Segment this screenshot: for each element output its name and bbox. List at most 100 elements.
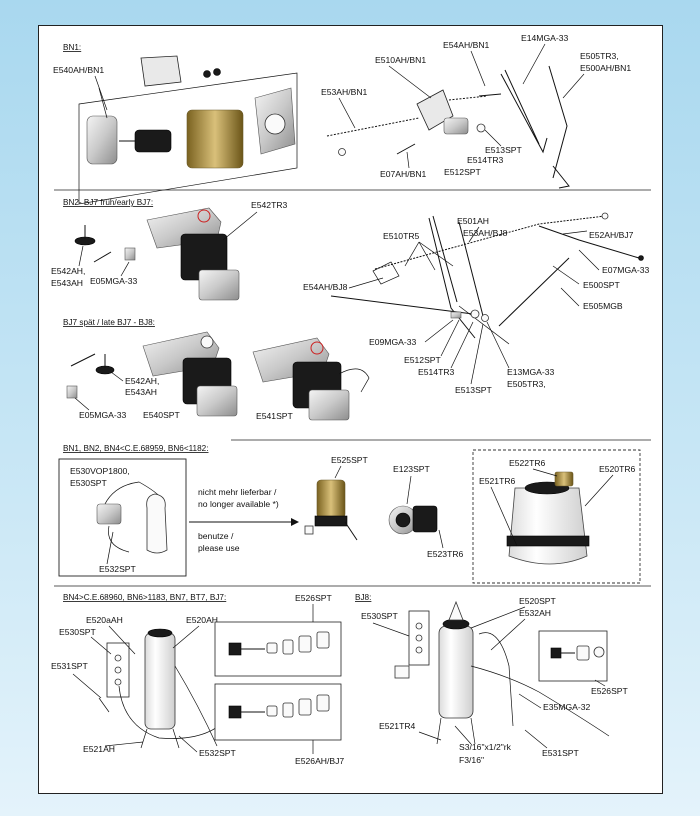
label-E501AH: E501AH xyxy=(457,216,489,226)
reservoir-strap xyxy=(506,535,590,547)
spacer xyxy=(450,311,462,319)
leader-line xyxy=(584,474,614,507)
seal-part xyxy=(415,634,423,642)
jet-nut xyxy=(576,645,590,661)
label-E07MGA-33: E07MGA-33 xyxy=(602,265,650,275)
jet-nut xyxy=(316,694,330,712)
label-E521TR6: E521TR6 xyxy=(479,476,516,486)
label-E53AH-BJ8: E53AH/BJ8 xyxy=(463,228,508,238)
section-heading-washer-bj8: BJ8: xyxy=(355,593,371,602)
seal-part xyxy=(415,646,423,654)
label-E520TR6: E520TR6 xyxy=(599,464,636,474)
jet-nut xyxy=(298,635,312,653)
jet-part xyxy=(394,665,410,679)
leader-line xyxy=(406,475,412,505)
section-heading-bj7-late: BJ7 spät / late BJ7 - BJ8: xyxy=(63,318,155,327)
label-E54AH-BN1: E54AH/BN1 xyxy=(443,40,490,50)
leader-line xyxy=(454,725,472,745)
section-heading-bn2: BN2- BJ7 früh/early BJ7: xyxy=(63,198,153,207)
leader-line xyxy=(522,43,546,85)
jet-part xyxy=(98,697,110,713)
label-E531SPT-2: E531SPT xyxy=(542,748,580,758)
cable-end xyxy=(601,212,609,220)
jet-nut xyxy=(282,702,294,718)
text-use-de: benutze / xyxy=(198,531,234,541)
washer-tube xyxy=(118,685,230,739)
label-E540AH-BN1: E540AH/BN1 xyxy=(53,65,104,75)
label-E531SPT: E531SPT xyxy=(51,661,89,671)
screw-part xyxy=(213,68,221,76)
leader-line xyxy=(404,241,420,267)
jet-nut xyxy=(298,698,312,716)
text-no-longer-en: no longer available *) xyxy=(198,499,279,509)
label-E521TR4: E521TR4 xyxy=(379,721,416,731)
leader-line xyxy=(222,211,258,241)
label-E35MGA-32: E35MGA-32 xyxy=(543,702,591,712)
leader-line xyxy=(120,261,130,277)
leader-line xyxy=(594,679,606,687)
washer-bottle xyxy=(144,632,176,730)
label-E512SPT-2: E512SPT xyxy=(404,355,442,365)
washer-pump-motor xyxy=(316,479,346,519)
label-E52AH-BJ7: E52AH/BJ7 xyxy=(589,230,634,240)
leader-line xyxy=(470,50,486,87)
leader-line xyxy=(338,97,356,129)
label-E530SPT: E530SPT xyxy=(70,478,108,488)
leader-line xyxy=(110,371,124,382)
label-E514TR3: E514TR3 xyxy=(467,155,504,165)
wheelbox-left xyxy=(372,261,400,285)
leader-line xyxy=(106,531,114,565)
label-E520aAH: E520aAH xyxy=(86,615,123,625)
washer-tube xyxy=(470,665,610,737)
leader-line xyxy=(560,287,580,307)
jet-washer xyxy=(593,646,605,658)
washer xyxy=(481,314,489,322)
switch-knob xyxy=(395,512,411,528)
label-E09MGA-33: E09MGA-33 xyxy=(369,337,417,347)
motor-lead-wire xyxy=(338,368,370,393)
seal-part xyxy=(114,678,122,686)
gear-cover xyxy=(200,335,214,349)
motor-end-plate xyxy=(198,269,240,301)
leader-line xyxy=(490,486,518,547)
motor-end-plate xyxy=(308,389,350,421)
gear-cover-ring xyxy=(197,209,211,223)
label-E542AH-2: E542AH, xyxy=(125,376,159,386)
tube-end xyxy=(638,255,644,261)
label-E530SPT-3: E530SPT xyxy=(361,611,399,621)
label-E13MGA-33: E13MGA-33 xyxy=(507,367,555,377)
leader-line xyxy=(104,741,144,747)
rack-cable xyxy=(326,117,420,137)
section-bn2-bj7-early: BN2- BJ7 früh/early BJ7: E542AH, E543AH … xyxy=(51,198,650,345)
wiper-blade-1 xyxy=(504,69,540,145)
washer xyxy=(338,148,346,156)
leader-line xyxy=(532,468,558,477)
washer-tube xyxy=(108,525,130,553)
label-E540SPT: E540SPT xyxy=(143,410,181,420)
motor-field-body xyxy=(186,109,244,169)
switch-body xyxy=(412,505,438,533)
reservoir-pump xyxy=(554,471,574,487)
gear-cover-ring xyxy=(310,341,324,355)
spindle xyxy=(478,93,502,97)
label-E542TR3: E542TR3 xyxy=(251,200,288,210)
label-E513SPT-2: E513SPT xyxy=(455,385,493,395)
leader-line xyxy=(406,151,410,169)
text-use-en: please use xyxy=(198,543,240,553)
label-F3-16: F3/16" xyxy=(459,755,484,765)
section-washer-bj8: BJ8: E530SPT E520SPT E532AH E526SPT E35M… xyxy=(355,593,629,765)
link-rod xyxy=(70,353,96,367)
leader-line xyxy=(468,226,480,243)
tube-connector xyxy=(396,143,416,155)
label-E520SPT: E520SPT xyxy=(519,596,557,606)
label-E53AH-BN1: E53AH/BN1 xyxy=(321,87,368,97)
label-E526SPT: E526SPT xyxy=(295,593,333,603)
jet-nut xyxy=(266,705,278,717)
jet-body xyxy=(228,705,242,719)
spindle-housing xyxy=(443,117,469,135)
label-E522TR6: E522TR6 xyxy=(509,458,546,468)
section-heading-washer-early: BN1, BN2, BN4<C.E.68959, BN6<1182: xyxy=(63,444,209,453)
parts-diagram-sheet: BN1: E540AH/BN1 E510AH/BN1 E54AH/BN1 E14… xyxy=(38,25,663,794)
label-E54AH-BJ8: E54AH/BJ8 xyxy=(303,282,348,292)
motor-armature xyxy=(134,129,172,153)
